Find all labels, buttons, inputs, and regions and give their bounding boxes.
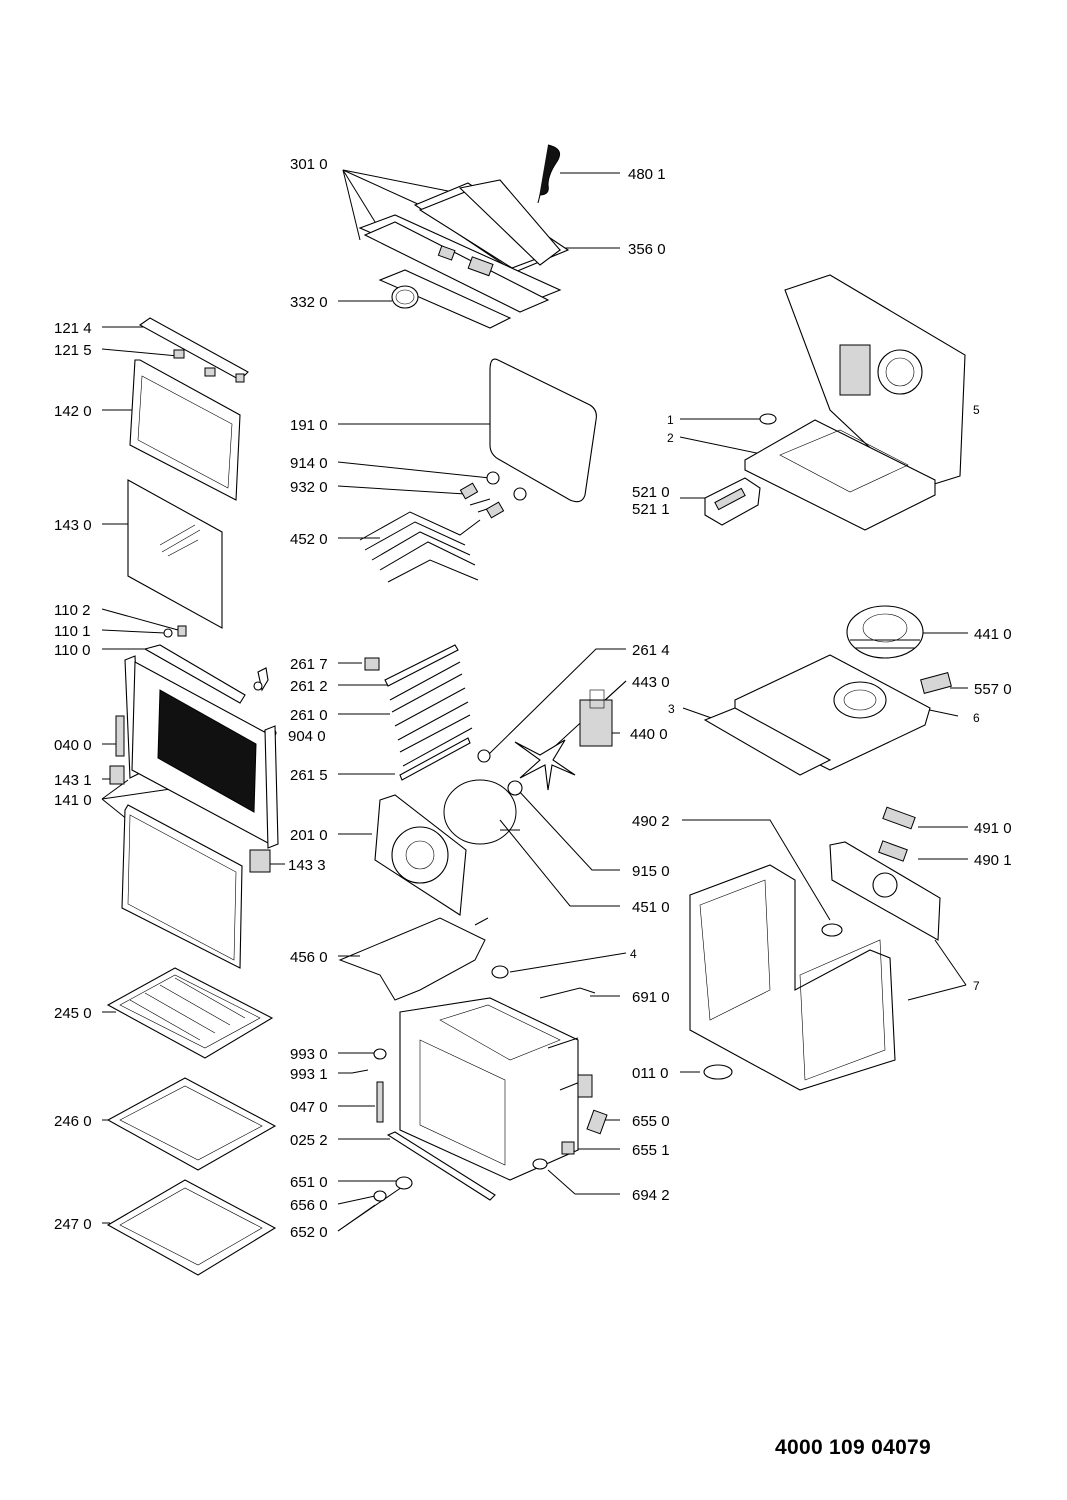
fan-cover-part <box>374 794 467 916</box>
label-441-0: 441 0 <box>974 626 1012 643</box>
terminal-block-part <box>704 477 761 526</box>
label-443-0: 443 0 <box>632 674 670 691</box>
label-521-1: 521 1 <box>632 501 670 518</box>
knob-part <box>391 285 419 309</box>
label-651-0: 651 0 <box>290 1174 328 1191</box>
label-110-1: 110 1 <box>54 623 90 640</box>
label-261-4: 261 4 <box>632 642 670 659</box>
label-247-0: 247 0 <box>54 1216 92 1233</box>
label-932-0: 932 0 <box>290 479 328 496</box>
label-993-1: 993 1 <box>290 1066 328 1083</box>
label-1: 1 <box>667 413 674 427</box>
label-142-0: 142 0 <box>54 403 92 420</box>
hinge-parts <box>143 625 277 738</box>
label-110-2: 110 2 <box>54 602 90 619</box>
label-4: 4 <box>630 947 637 961</box>
door-glass-icon <box>129 359 241 501</box>
label-141-0: 141 0 <box>54 792 92 809</box>
label-451-0: 451 0 <box>632 899 670 916</box>
label-332-0: 332 0 <box>290 294 328 311</box>
convection-fan-part <box>846 605 924 659</box>
label-440-0: 440 0 <box>630 726 668 743</box>
label-914-0: 914 0 <box>290 455 328 472</box>
circular-element-part <box>443 779 520 845</box>
label-655-0: 655 0 <box>632 1113 670 1130</box>
label-191-0: 191 0 <box>290 417 328 434</box>
label-047-0: 047 0 <box>290 1099 328 1116</box>
label-143-3: 143 3 <box>288 857 326 874</box>
document-number: 4000 109 04079 <box>775 1436 932 1459</box>
connector-557-part <box>920 672 952 694</box>
label-143-0: 143 0 <box>54 517 92 534</box>
label-915-0: 915 0 <box>632 863 670 880</box>
rear-panel-part <box>784 274 966 491</box>
label-040-0: 040 0 <box>54 737 92 754</box>
top-casing-part <box>703 654 931 776</box>
label-491-0: 491 0 <box>974 820 1012 837</box>
door-top-trim <box>138 317 249 383</box>
label-011-0: 011 0 <box>632 1065 668 1082</box>
label-655-1: 655 1 <box>632 1142 670 1159</box>
label-993-0: 993 0 <box>290 1046 328 1063</box>
door-glass-panel <box>127 479 223 629</box>
label-261-5: 261 5 <box>290 767 328 784</box>
label-656-0: 656 0 <box>290 1197 328 1214</box>
label-246-0: 246 0 <box>54 1113 92 1130</box>
label-6: 6 <box>973 711 980 725</box>
label-7: 7 <box>973 979 980 993</box>
label-245-0: 245 0 <box>54 1005 92 1022</box>
part-labels: 301 0 480 1 356 0 332 0 121 4 121 5 142 … <box>54 156 1012 1241</box>
wire-shelf-icon <box>106 967 274 1059</box>
baking-tray-icon <box>106 1077 277 1171</box>
label-261-2: 261 2 <box>290 678 328 695</box>
label-025-2: 025 2 <box>290 1132 328 1149</box>
label-121-4: 121 4 <box>54 320 92 337</box>
label-557-0: 557 0 <box>974 681 1012 698</box>
label-2: 2 <box>667 431 674 445</box>
label-521-0: 521 0 <box>632 484 670 501</box>
label-143-1: 143 1 <box>54 772 92 789</box>
label-904-0: 904 0 <box>288 728 326 745</box>
label-110-0: 110 0 <box>54 642 90 659</box>
door-gasket-part <box>489 358 597 503</box>
label-261-7: 261 7 <box>290 656 328 673</box>
label-3: 3 <box>668 702 675 716</box>
outer-door-part <box>109 655 279 969</box>
shelf-support-part <box>364 644 491 781</box>
cooling-fan-icon <box>507 689 613 796</box>
label-694-2: 694 2 <box>632 1187 670 1204</box>
label-490-2: 490 2 <box>632 813 670 830</box>
label-201-0: 201 0 <box>290 827 328 844</box>
label-452-0: 452 0 <box>290 531 328 548</box>
label-456-0: 456 0 <box>290 949 328 966</box>
label-5: 5 <box>973 403 980 417</box>
oven-housing-part <box>689 806 941 1091</box>
oven-cavity-part <box>351 965 608 1202</box>
label-261-0: 261 0 <box>290 707 328 724</box>
heating-element-icon <box>359 471 527 583</box>
deep-tray-part <box>106 1179 277 1276</box>
base-plate-part <box>744 413 936 531</box>
label-301-0: 301 0 <box>290 156 328 173</box>
label-356-0: 356 0 <box>628 241 666 258</box>
lower-element-part <box>338 917 489 1001</box>
label-480-1: 480 1 <box>628 166 666 183</box>
label-652-0: 652 0 <box>290 1224 328 1241</box>
label-691-0: 691 0 <box>632 989 670 1006</box>
label-490-1: 490 1 <box>974 852 1012 869</box>
label-121-5: 121 5 <box>54 342 92 359</box>
control-panel-part <box>358 144 570 329</box>
